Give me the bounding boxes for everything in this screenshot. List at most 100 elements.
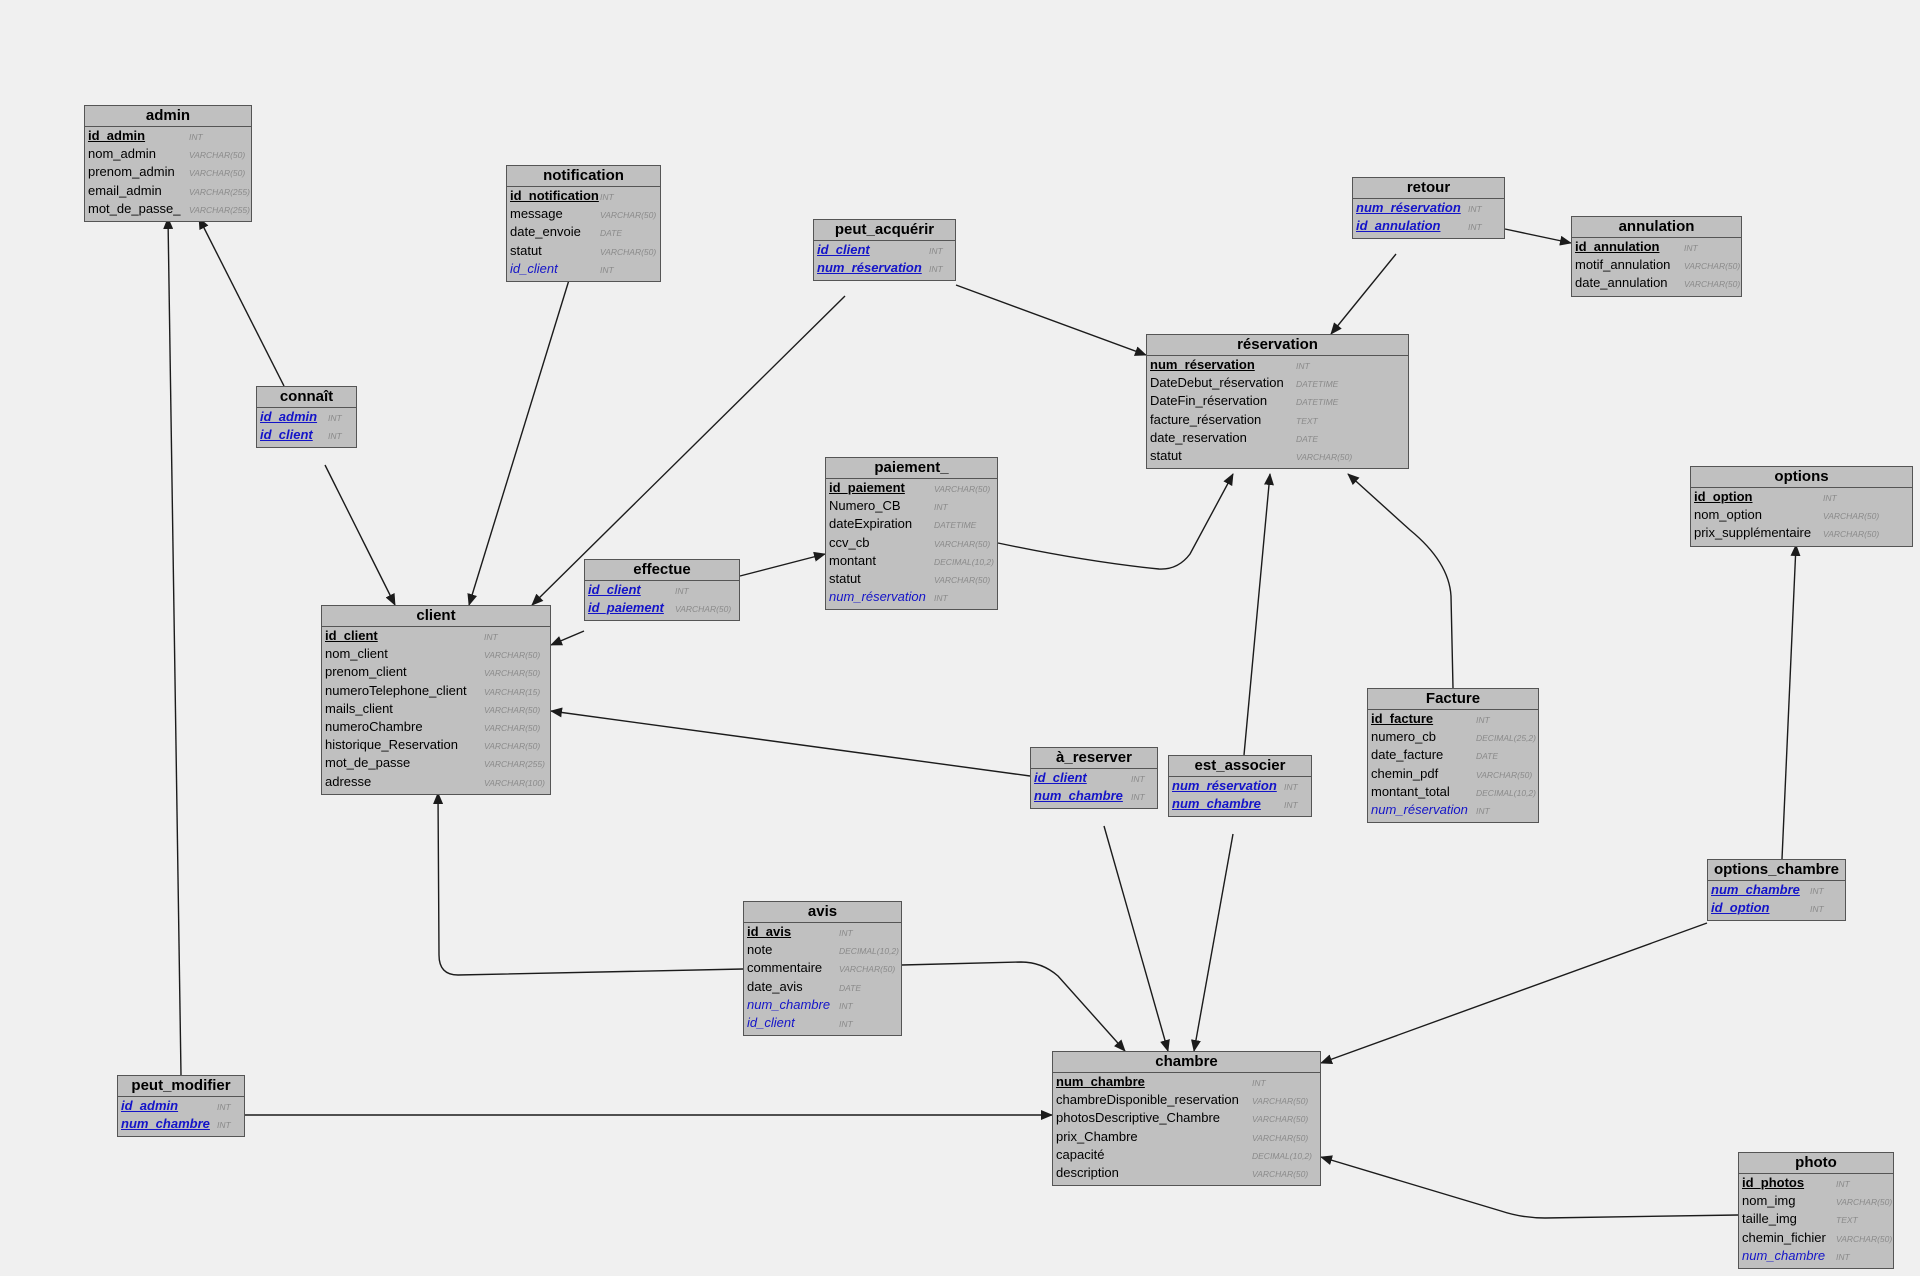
field-type: VARCHAR(50) xyxy=(484,704,541,715)
field-name: DateDebut_réservation xyxy=(1150,375,1284,391)
field-name: date_avis xyxy=(747,978,803,994)
field-name: description xyxy=(1056,1164,1119,1180)
field-type: VARCHAR(50) xyxy=(934,538,991,549)
entity-title: client xyxy=(322,606,550,627)
field-name: num_chambre xyxy=(747,996,831,1012)
field-row: commentaire VARCHAR(50) xyxy=(744,959,901,977)
entity-title: Facture xyxy=(1368,689,1538,710)
field-name: numeroChambre xyxy=(325,718,423,734)
field-name: facture_réservation xyxy=(1150,411,1262,427)
relationship-avis-to-client xyxy=(433,792,744,976)
field-name: id_admin xyxy=(88,128,146,143)
field-type: VARCHAR(50) xyxy=(1252,1096,1309,1107)
field-name: num_chambre xyxy=(1056,1074,1145,1089)
field-type: VARCHAR(50) xyxy=(934,484,991,494)
relationship-retour-to-reservation xyxy=(1330,253,1397,335)
field-type: INT xyxy=(1476,715,1490,725)
entity-title: effectue xyxy=(585,560,739,581)
field-name: email_admin xyxy=(88,182,162,198)
field-type: INT xyxy=(1810,904,1824,915)
field-name: id_client xyxy=(510,260,558,276)
field-name: num_réservation xyxy=(1172,778,1277,793)
field-name: num_chambre xyxy=(1034,788,1123,804)
field-type: INT xyxy=(1810,886,1824,896)
relationship-a_reserver-to-client xyxy=(550,707,1031,777)
field-name: statut xyxy=(1150,447,1182,463)
field-type: INT xyxy=(839,1000,853,1011)
entity-title: options_chambre xyxy=(1708,860,1845,881)
field-name: DateFin_réservation xyxy=(1150,393,1268,409)
entity-title: est_associer xyxy=(1169,756,1311,777)
relationship-facture-to-reservation xyxy=(1347,473,1454,689)
field-type: VARCHAR(255) xyxy=(484,759,545,770)
field-name: id_facture xyxy=(1371,711,1434,726)
entity-title: photo xyxy=(1739,1153,1893,1174)
field-type: INT xyxy=(934,502,948,513)
entity-title: réservation xyxy=(1147,335,1408,356)
field-type: DECIMAL(10,2) xyxy=(1476,787,1536,798)
field-type: INT xyxy=(600,264,614,275)
entity-title: peut_modifier xyxy=(118,1076,244,1097)
field-name: id_option xyxy=(1694,489,1753,504)
field-type: INT xyxy=(600,192,614,202)
field-name: mails_client xyxy=(325,700,393,716)
field-type: INT xyxy=(1131,792,1145,803)
field-name: dateExpiration xyxy=(829,516,913,532)
field-name: montant_total xyxy=(1371,783,1450,799)
field-type: VARCHAR(50) xyxy=(839,964,896,975)
field-type: DATE xyxy=(839,982,862,993)
field-type: VARCHAR(50) xyxy=(484,741,541,752)
field-name: commentaire xyxy=(747,960,823,976)
field-name: montant xyxy=(829,552,876,568)
field-row: dateExpiration DATETIME xyxy=(826,515,997,533)
field-type: INT xyxy=(1284,800,1298,811)
field-name: ccv_cb xyxy=(829,534,870,550)
field-name: id_option xyxy=(1711,900,1770,916)
field-name: chemin_pdf xyxy=(1371,765,1439,781)
field-type: DATETIME xyxy=(934,520,977,531)
field-type: INT xyxy=(1836,1251,1850,1262)
field-type: INT xyxy=(934,593,948,604)
field-name: id_paiement xyxy=(829,480,905,495)
field-name: date_annulation xyxy=(1575,275,1668,291)
